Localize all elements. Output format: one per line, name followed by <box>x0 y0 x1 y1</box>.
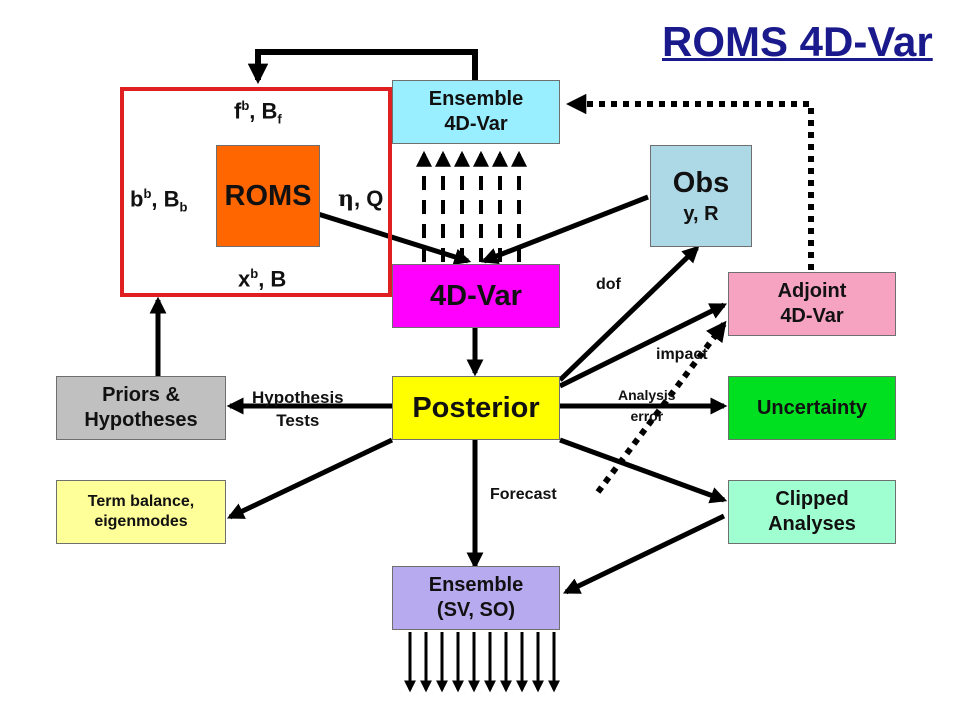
dof-label: dof <box>596 276 621 293</box>
analysis-error-label: Analysis error <box>618 387 676 424</box>
obs-to-4dvar-arrow <box>480 194 649 264</box>
adjoint-4dvar-node: Adjoint 4D-Var <box>728 272 896 336</box>
clipped-analyses-node: Clipped Analyses <box>728 480 896 544</box>
impact-label: impact <box>656 346 708 363</box>
roms-label: ROMS <box>224 179 312 212</box>
roms-frame <box>120 87 392 297</box>
loop-arrow <box>247 49 478 85</box>
hypothesis-tests-label: Hypothesis Tests <box>252 388 344 430</box>
roms-node: ROMS <box>216 145 320 247</box>
frame-label-top: fb, Bf <box>234 98 282 127</box>
adjoint-to-ensemble-dotted <box>565 93 814 270</box>
term-balance-arrow <box>226 437 394 520</box>
uncertainty-node: Uncertainty <box>728 376 896 440</box>
frame-label-right: η, Q <box>338 186 384 212</box>
roms-to-4dvar-arrow <box>317 211 472 266</box>
ensemble-sv-so-node: Ensemble (SV, SO) <box>392 566 560 630</box>
obs-node: Obs y, R <box>650 145 752 247</box>
ensemble-output-arrows <box>404 632 560 693</box>
frame-label-left: bb, Bb <box>130 186 188 215</box>
term-balance-node: Term balance, eigenmodes <box>56 480 226 544</box>
ensemble-4dvar-node: Ensemble 4D-Var <box>392 80 560 144</box>
dof-arrow <box>558 245 700 382</box>
4dvar-node: 4D-Var <box>392 264 560 328</box>
forecast-label: Forecast <box>490 486 557 503</box>
clipped-to-ensemble-arrow <box>562 513 726 595</box>
impact-arrow <box>558 302 728 389</box>
priors-hypotheses-node: Priors & Hypotheses <box>56 376 226 440</box>
posterior-node: Posterior <box>392 376 560 440</box>
page-title: ROMS 4D-Var <box>662 18 933 65</box>
clipped-arrow <box>559 437 728 504</box>
frame-label-bottom: xb, B <box>238 266 287 292</box>
